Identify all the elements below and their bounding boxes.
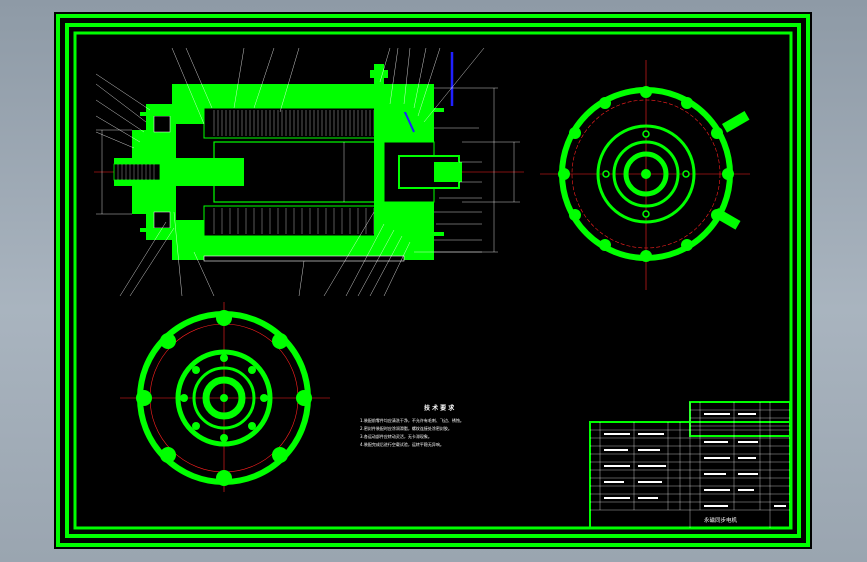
left-view-hub-holes — [180, 354, 268, 442]
section-view — [94, 47, 524, 297]
title-block: 永磁同步电机 — [589, 401, 791, 529]
left-bearing-top — [153, 115, 171, 133]
base-foot — [203, 255, 405, 262]
note-4: 4.装配完成后进行空载试验，运转平稳无异响。 — [360, 441, 444, 447]
left-view-center — [220, 394, 228, 402]
titleblock-name: 永磁同步电机 — [704, 516, 738, 524]
stator-bottom — [203, 205, 395, 237]
right-view-bolt-circle — [571, 99, 721, 249]
left-view-bore — [202, 376, 246, 420]
note-2: 2.密封件装配时应涂润滑脂，螺纹连接处涂密封胶。 — [360, 425, 452, 431]
outer-border — [56, 14, 810, 547]
title-block-cell-text — [604, 413, 786, 507]
top-fitting-nut — [370, 70, 388, 78]
bolt-right-top — [394, 108, 444, 112]
dimension-lines — [96, 87, 520, 253]
left-view-inner-ring — [192, 366, 256, 430]
title-block-grid — [590, 402, 790, 528]
notes-title: 技 术 要 求 — [424, 404, 455, 412]
right-view-inner-ring — [612, 140, 680, 208]
drawing-sheet: 技 术 要 求 1.装配前零件均应清洗干净，不允许有毛刺、飞边、锈蚀。 2.密封… — [54, 12, 812, 549]
leader-lines — [95, 47, 485, 297]
middle-border — [65, 23, 801, 538]
left-view-hub-ring — [175, 349, 273, 447]
left-bearing-bottom — [153, 211, 171, 229]
right-end-view — [540, 60, 750, 290]
stator-top — [203, 107, 395, 139]
blue-cable-2 — [403, 109, 415, 133]
shaft-thread — [117, 164, 155, 180]
parts-list-upper — [689, 401, 791, 437]
rotor-core — [213, 141, 405, 203]
encoder-cap — [434, 162, 462, 182]
right-view-center — [641, 169, 651, 179]
left-view-bolt-holes — [136, 310, 312, 486]
right-view-bore — [623, 151, 669, 197]
right-view-bolt-holes — [558, 86, 734, 262]
right-view-hub-holes — [602, 130, 690, 218]
cad-drawing: 技 术 要 求 1.装配前零件均应清洗干净，不允许有毛刺、飞边、锈蚀。 2.密封… — [56, 14, 810, 547]
right-view-hub-ring — [596, 124, 696, 224]
left-end-view — [120, 302, 330, 492]
bolt-top — [140, 112, 180, 116]
inner-border — [73, 31, 793, 530]
bolt-bottom — [140, 228, 180, 232]
bolt-right-bottom — [394, 232, 444, 236]
right-view-connectors — [713, 111, 750, 230]
shaft-keyway — [113, 163, 161, 181]
note-1: 1.装配前零件均应清洗干净，不允许有毛刺、飞边、锈蚀。 — [360, 417, 464, 423]
note-3: 3.各运动部件应转动灵活，无卡滞现象。 — [360, 433, 432, 439]
technical-notes: 技 术 要 求 1.装配前零件均应清洗干净，不允许有毛刺、飞边、锈蚀。 2.密封… — [360, 404, 464, 447]
